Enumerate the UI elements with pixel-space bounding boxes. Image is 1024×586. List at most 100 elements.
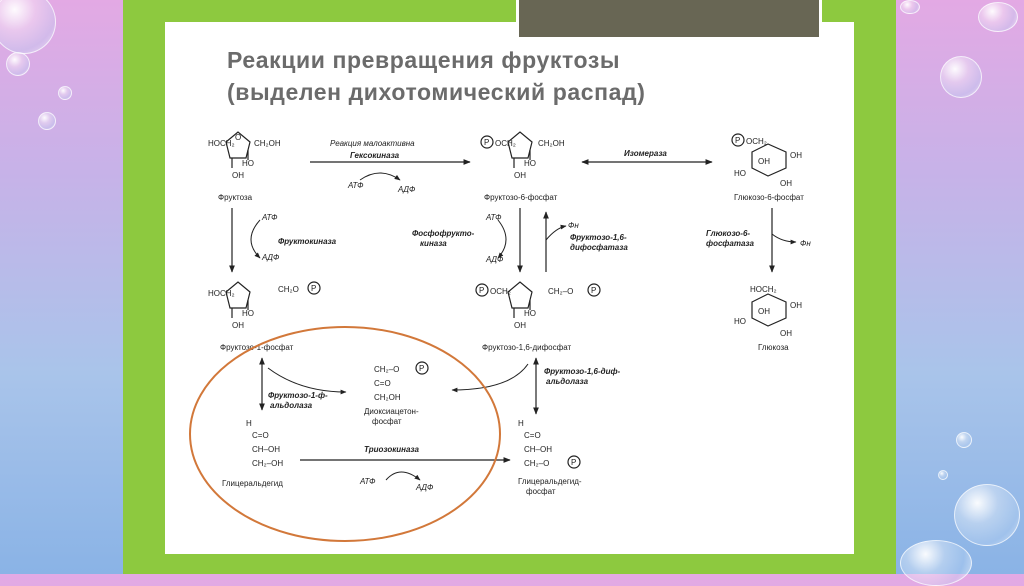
label-f6p: Фруктозо-6-фосфат [484,193,558,202]
pfk-label-2: киназа [420,239,447,248]
phosphate-label: P [591,286,596,295]
fbpase-label-2: дифосфатаза [570,243,628,252]
oh-label: OH [514,321,526,330]
label-dhap-1: Диоксиацетон- [364,407,419,416]
ho-label: HO [524,309,536,318]
ch2oh-label: CH₂OH [254,139,281,148]
ho-label: HO [734,317,746,326]
hexokinase-label: Гексокиназа [350,151,400,160]
phosphate-label: P [735,136,740,145]
o-label: O [235,133,241,142]
triokinase-atp-curve [385,471,421,481]
g6pase-label-1: Глюкозо-6- [706,229,750,238]
oh-label: OH [758,157,770,166]
pfk-label-1: Фосфофрукто- [412,229,475,238]
adp-label: АДФ [485,255,504,264]
label-g3p-1: Глицеральдегид- [518,477,582,486]
hoch2-label: HOCH₂ [208,289,235,298]
low-activity-label: Реакция малоактивна [330,139,415,148]
adp-label: АДФ [397,185,416,194]
fructose-molecule-labels: HOCH₂ CH₂OH O HO OH [208,133,281,180]
bubble-top-right [940,56,982,98]
och2-label: OCH₂ [746,137,767,146]
title-line-2: (выделен дихотомический распад) [227,79,646,105]
bubble-bottom-right [954,484,1020,546]
bubble-left-1 [6,52,30,76]
triokinase-label: Триозокиназа [364,445,420,454]
fructose-molecule [225,131,251,168]
aldolase-a-label-2: альдолаза [546,377,589,386]
aldolase-b-label-2: альдолаза [270,401,313,410]
atp-label: АТФ [261,213,278,222]
ch2oh-label: CH₂OH [374,393,401,402]
co-label: C=O [524,431,541,440]
ho-label: HO [734,169,746,178]
label-fructose: Фруктоза [218,193,253,202]
adp-label: АДФ [261,253,280,262]
oh-label: OH [780,329,792,338]
atp-label: АТФ [347,181,364,190]
ch2o-label: CH₂O [278,285,299,294]
h-label: H [518,419,524,428]
atp-label: АТФ [485,213,502,222]
g3p-molecule: H C=O CH–OH CH₂–O [518,419,552,468]
fbpase-pi-curve [545,224,567,241]
ho-label: HO [524,159,536,168]
aldolase-a-curve [451,363,529,393]
slide-title: Реакции превращения фруктозы (выделен ди… [227,44,847,108]
ch-oh-label: CH–OH [252,445,280,454]
g6p-molecule-labels: P OCH₂ OH OH HO OH [734,136,802,188]
hoch2-label: HOCH₂ [208,139,235,148]
label-dhap-2: фосфат [372,417,402,426]
label-g3p-2: фосфат [526,487,556,496]
ch2o-dash-label: CH₂–O [548,287,573,296]
oh-label: OH [780,179,792,188]
fructokinase-atp-curve [250,219,261,259]
bubble-right-4 [938,470,948,480]
atp-label: АТФ [359,477,376,486]
phosphate-label: P [484,138,489,147]
bubble-right-2 [900,0,920,14]
pi-label: Фн [568,221,579,230]
g6p-molecule [731,133,787,177]
isomerase-label: Изомераза [624,149,667,158]
label-glucose: Глюкоза [758,343,789,352]
bubble-left-3 [38,112,56,130]
aldolase-b-label-1: Фруктозо-1-ф- [268,391,328,400]
oh-label: OH [790,151,802,160]
fbpase-label-1: Фруктозо-1,6- [570,233,627,242]
h-label: H [246,419,252,428]
slide-card [165,22,854,554]
ho-label: HO [242,309,254,318]
bubble-left-2 [58,86,72,100]
pi-label: Фн [800,239,811,248]
cho-label: C=O [252,431,269,440]
hoch2-label: HOCH₂ [750,285,777,294]
ch2oh-label: CH₂OH [538,139,565,148]
oh-label: OH [514,171,526,180]
ch2-o-label: CH₂–O [374,365,399,374]
bubble-right-3 [956,432,972,448]
highlight-circle [189,326,501,542]
ch-oh-label: CH–OH [524,445,552,454]
fructokinase-label: Фруктокиназа [278,237,337,246]
bubble-right-1 [978,2,1018,32]
adp-label: АДФ [415,483,434,492]
title-line-1: Реакции превращения фруктозы [227,47,621,73]
och2-label: OCH₂ [490,287,511,296]
dhap-molecule: CH₂–O C=O CH₂OH [374,365,401,402]
label-g6p: Глюкозо-6-фосфат [734,193,804,202]
aldolase-b-curve [267,367,347,395]
f6p-molecule-labels: P OCH₂ CH₂OH HO OH [484,138,565,180]
glucose-molecule [751,293,787,327]
fructose-pathway-diagram: HOCH₂ CH₂OH O HO OH Фруктоза P OCH₂ CH₂O… [189,131,811,542]
f1p-molecule [225,281,321,318]
oh-label: OH [232,171,244,180]
phosphate-label: P [419,364,424,373]
glyceraldehyde-molecule: H C=O CH–OH CH₂–OH [246,419,283,468]
label-f16bp: Фруктозо-1,6-дифосфат [482,343,571,352]
f16bp-molecule [475,281,601,318]
f1p-molecule-labels: HOCH₂ CH₂O P HO OH [208,284,316,330]
phosphate-label: P [571,458,576,467]
f16bp-molecule-labels: P OCH₂ CH₂–O P HO OH [479,286,596,330]
